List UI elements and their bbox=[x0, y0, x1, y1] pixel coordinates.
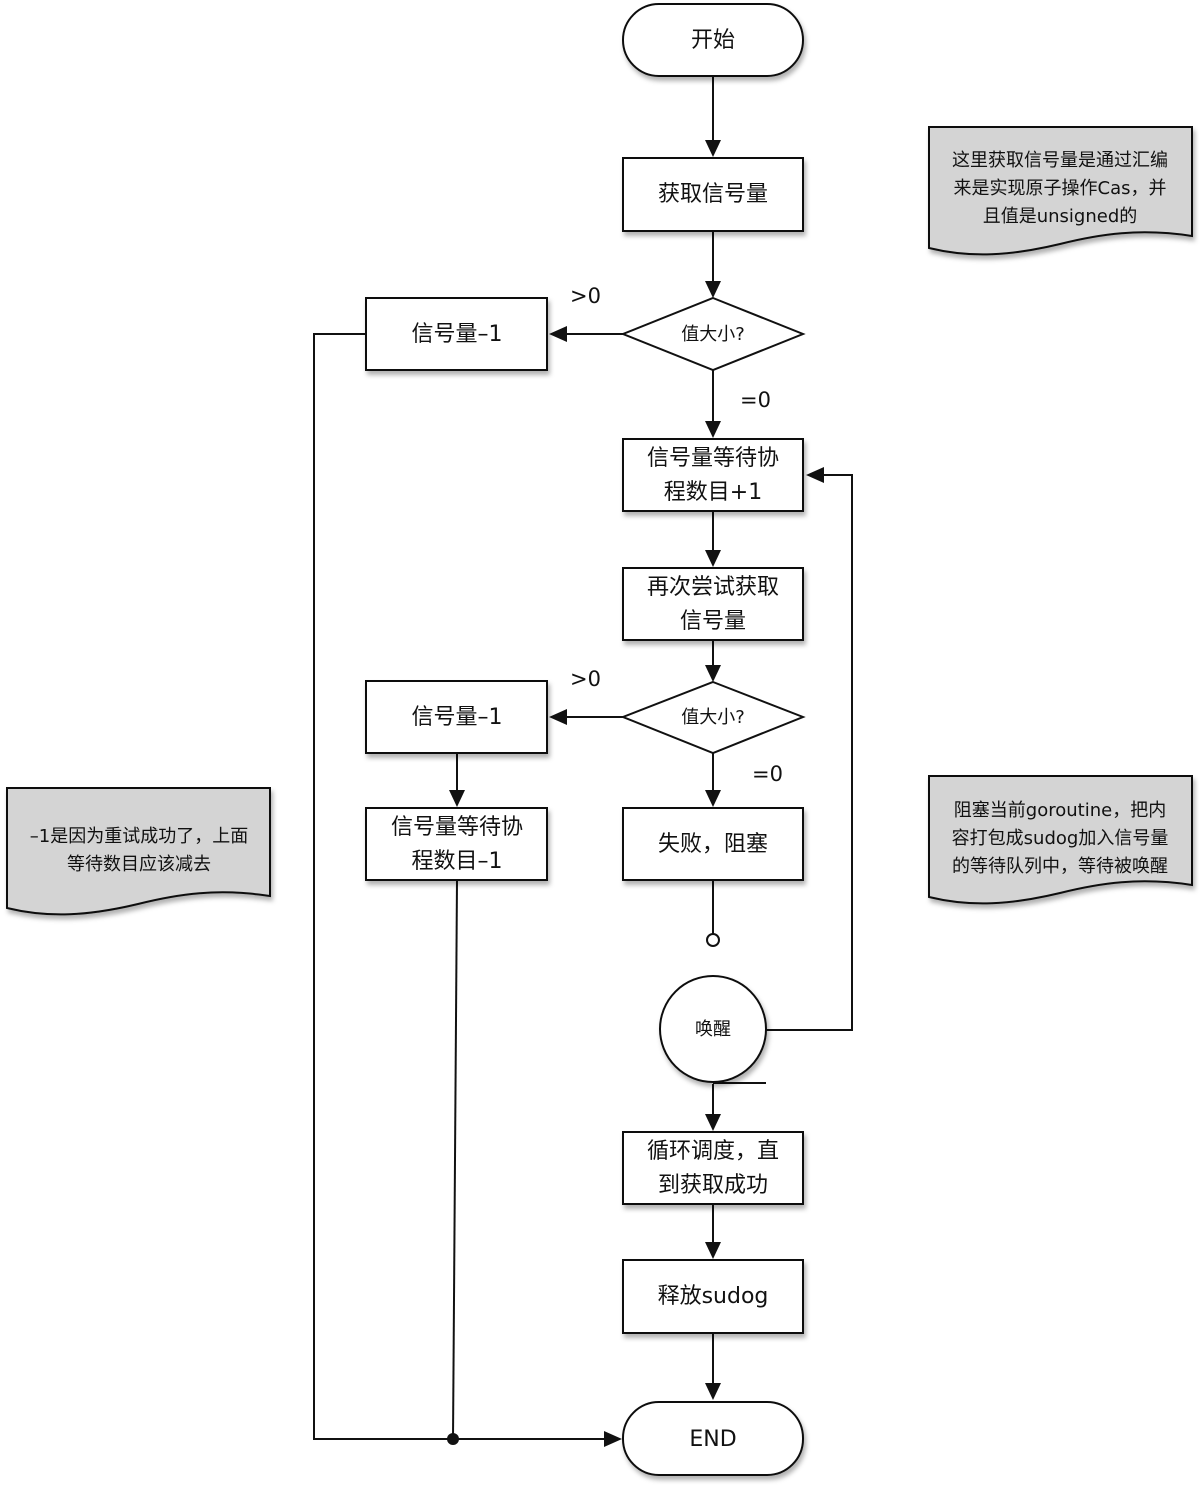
node-label: 失败，阻塞 bbox=[658, 832, 768, 857]
note-text: 且值是unsigned的 bbox=[983, 206, 1138, 227]
arrowhead bbox=[705, 1383, 721, 1400]
node-label: 信号量–1 bbox=[412, 322, 503, 347]
junction-dot bbox=[447, 1433, 459, 1445]
edge-waitdec-end bbox=[452, 879, 458, 1440]
arrowhead bbox=[604, 1431, 622, 1447]
arrowhead bbox=[449, 790, 465, 807]
arrowhead bbox=[705, 665, 721, 682]
note-text: 这里获取信号量是通过汇编 bbox=[952, 150, 1168, 171]
edge-label-check1-eq0: =0 bbox=[740, 388, 771, 412]
node-schedule[interactable]: 循环调度，直 到获取成功 bbox=[622, 1131, 804, 1205]
node-label: 值大小? bbox=[681, 324, 745, 345]
arrowhead bbox=[806, 467, 824, 483]
note-cas: 这里获取信号量是通过汇编 来是实现原子操作Cas，并 且值是unsigned的 bbox=[928, 126, 1193, 256]
node-label: 释放sudog bbox=[658, 1284, 769, 1309]
node-label: 程数目–1 bbox=[412, 849, 503, 874]
node-label: 到获取成功 bbox=[658, 1173, 768, 1198]
node-label: END bbox=[689, 1427, 736, 1452]
arrowhead bbox=[705, 790, 721, 807]
node-dec1[interactable]: 信号量–1 bbox=[365, 297, 548, 371]
node-check1[interactable]: 值大小? bbox=[620, 296, 806, 372]
note-text: 的等待队列中，等待被唤醒 bbox=[952, 856, 1168, 877]
arrowhead bbox=[705, 421, 721, 438]
node-wait-inc[interactable]: 信号量等待协 程数目+1 bbox=[622, 438, 804, 512]
node-label: 值大小? bbox=[681, 707, 745, 728]
edges bbox=[313, 76, 853, 1447]
note-text: 容打包成sudog加入信号量 bbox=[952, 828, 1169, 849]
node-wait-dec[interactable]: 信号量等待协 程数目–1 bbox=[365, 807, 548, 881]
arrowhead bbox=[705, 550, 721, 567]
edge-dec1-end bbox=[313, 333, 453, 1440]
node-label: 程数目+1 bbox=[664, 480, 762, 505]
node-label: 获取信号量 bbox=[658, 182, 768, 207]
node-label: 信号量–1 bbox=[412, 705, 503, 730]
edge-wake-waitinc bbox=[765, 474, 853, 1031]
note-block: 阻塞当前goroutine，把内 容打包成sudog加入信号量 的等待队列中，等… bbox=[928, 775, 1193, 905]
node-label: 循环调度，直 bbox=[647, 1139, 779, 1164]
arrowhead bbox=[549, 709, 567, 725]
node-start[interactable]: 开始 bbox=[622, 3, 804, 77]
arrowhead bbox=[705, 1242, 721, 1259]
note-text: 等待数目应该减去 bbox=[67, 854, 211, 875]
arrowhead bbox=[705, 281, 721, 298]
node-check2[interactable]: 值大小? bbox=[620, 680, 806, 755]
node-label: 再次尝试获取 bbox=[647, 575, 779, 600]
node-wake[interactable]: 唤醒 bbox=[659, 975, 767, 1083]
connector-end-circle bbox=[706, 933, 720, 947]
node-block[interactable]: 失败，阻塞 bbox=[622, 807, 804, 881]
node-label: 开始 bbox=[691, 28, 735, 53]
edge-label-check2-gt0: >0 bbox=[570, 667, 601, 691]
node-label: 信号量 bbox=[680, 609, 746, 634]
node-label: 信号量等待协 bbox=[391, 815, 523, 840]
node-label: 唤醒 bbox=[695, 1019, 731, 1040]
node-label: 信号量等待协 bbox=[647, 446, 779, 471]
arrowhead bbox=[705, 1114, 721, 1131]
note-text: –1是因为重试成功了，上面 bbox=[30, 826, 248, 847]
edge-label-check1-gt0: >0 bbox=[570, 284, 601, 308]
node-release[interactable]: 释放sudog bbox=[622, 1259, 804, 1334]
note-text: 阻塞当前goroutine，把内 bbox=[954, 800, 1166, 821]
note-text: 来是实现原子操作Cas，并 bbox=[954, 178, 1167, 199]
node-retry[interactable]: 再次尝试获取 信号量 bbox=[622, 567, 804, 641]
node-acquire[interactable]: 获取信号量 bbox=[622, 157, 804, 232]
node-end[interactable]: END bbox=[622, 1401, 804, 1476]
node-dec2[interactable]: 信号量–1 bbox=[365, 680, 548, 754]
arrowhead bbox=[549, 326, 567, 342]
note-minus: –1是因为重试成功了，上面 等待数目应该减去 bbox=[6, 787, 271, 916]
arrowhead bbox=[705, 140, 721, 157]
edge-label-check2-eq0: =0 bbox=[752, 762, 783, 786]
